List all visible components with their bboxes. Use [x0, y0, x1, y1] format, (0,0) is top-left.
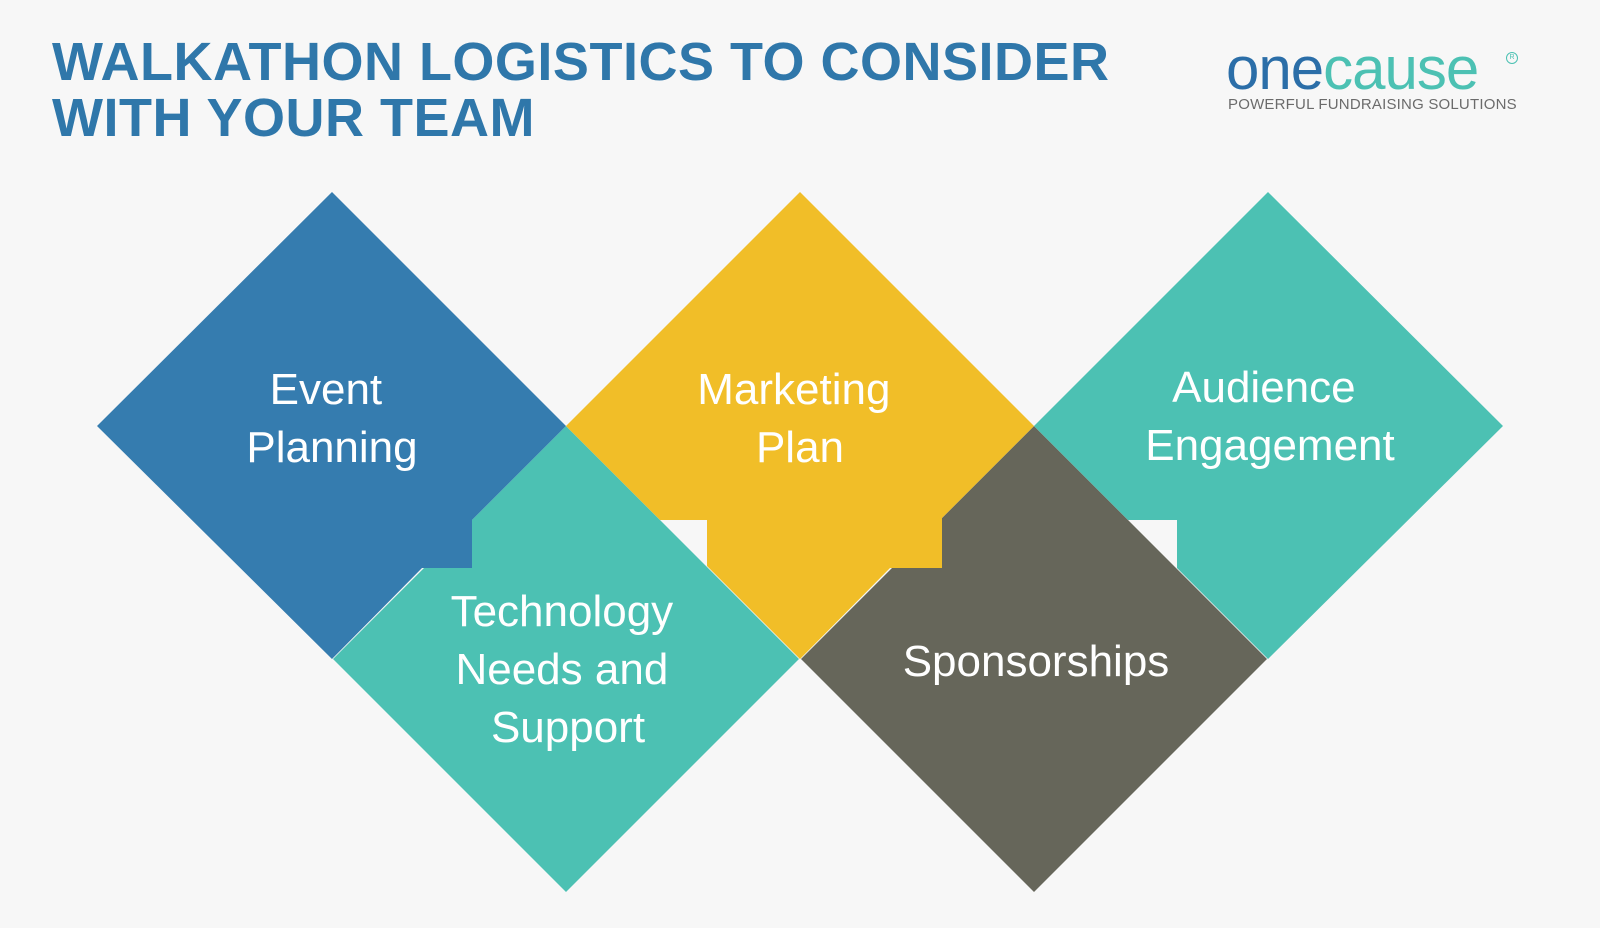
- title-line-2: WITH YOUR TEAM: [52, 88, 535, 148]
- logo-word-cause: cause: [1323, 35, 1479, 102]
- label-event-planning: Event Planning: [246, 365, 417, 472]
- diamond-marketing-plan: [566, 192, 1034, 659]
- registered-mark-icon: R: [1506, 52, 1518, 64]
- label-sponsorships: Sponsorships: [903, 637, 1170, 686]
- page-title: WALKATHON LOGISTICS TO CONSIDER WITH YOU…: [52, 34, 1110, 146]
- onecause-logo: onecause R POWERFUL FUNDRAISING SOLUTION…: [1224, 34, 1524, 124]
- title-line-1: WALKATHON LOGISTICS TO CONSIDER: [52, 32, 1110, 92]
- logo-word-one: one: [1226, 35, 1324, 102]
- logo-wordmark: onecause: [1226, 34, 1479, 104]
- label-technology-needs: Technology Needs and Support: [451, 587, 686, 752]
- label-marketing-plan: Marketing Plan: [697, 365, 902, 472]
- logo-tagline: POWERFUL FUNDRAISING SOLUTIONS: [1228, 96, 1517, 113]
- diamond-event-planning: [97, 192, 566, 659]
- diamond-audience-engagement: [1034, 192, 1503, 659]
- label-audience-engagement: Audience Engagement: [1145, 363, 1395, 470]
